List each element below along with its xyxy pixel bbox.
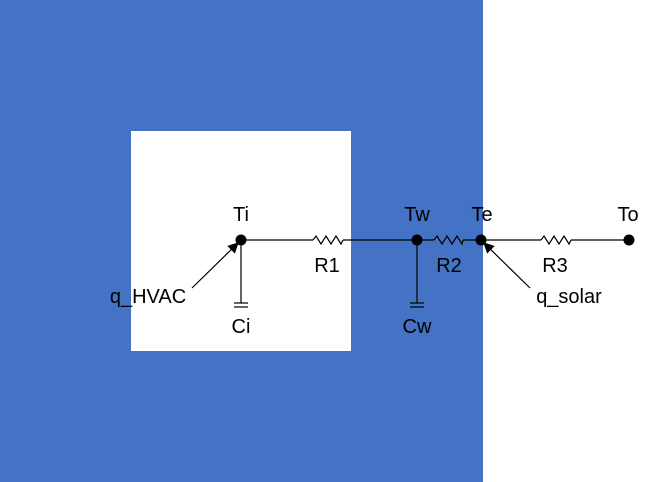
resistor-label-r3: R3 [542,255,568,277]
node-label-te: Te [471,204,492,226]
capacitor-label-cw: Cw [403,316,432,338]
resistor-label-r1: R1 [314,255,340,277]
arrow-q-hvac [191,242,239,289]
node-label-to: To [617,204,638,226]
node-tw-dot [411,234,423,246]
resistor-label-r2: R2 [436,255,462,277]
resistor-r3 [540,234,572,246]
node-label-tw: Tw [404,204,430,226]
arrow-q-solar [483,242,531,289]
node-label-ti: Ti [233,204,249,226]
outside-region [483,0,668,482]
capacitor-cw [410,240,424,308]
resistor-r2 [433,234,464,246]
resistor-r1 [312,234,344,246]
capacitor-ci [234,240,248,308]
node-te-dot [475,234,487,246]
capacitor-label-ci: Ci [232,316,251,338]
node-ti-dot [235,234,247,246]
heat-label-q-solar: q_solar [536,286,602,308]
heat-label-q-hvac: q_HVAC [110,286,186,308]
node-to-dot [623,234,635,246]
